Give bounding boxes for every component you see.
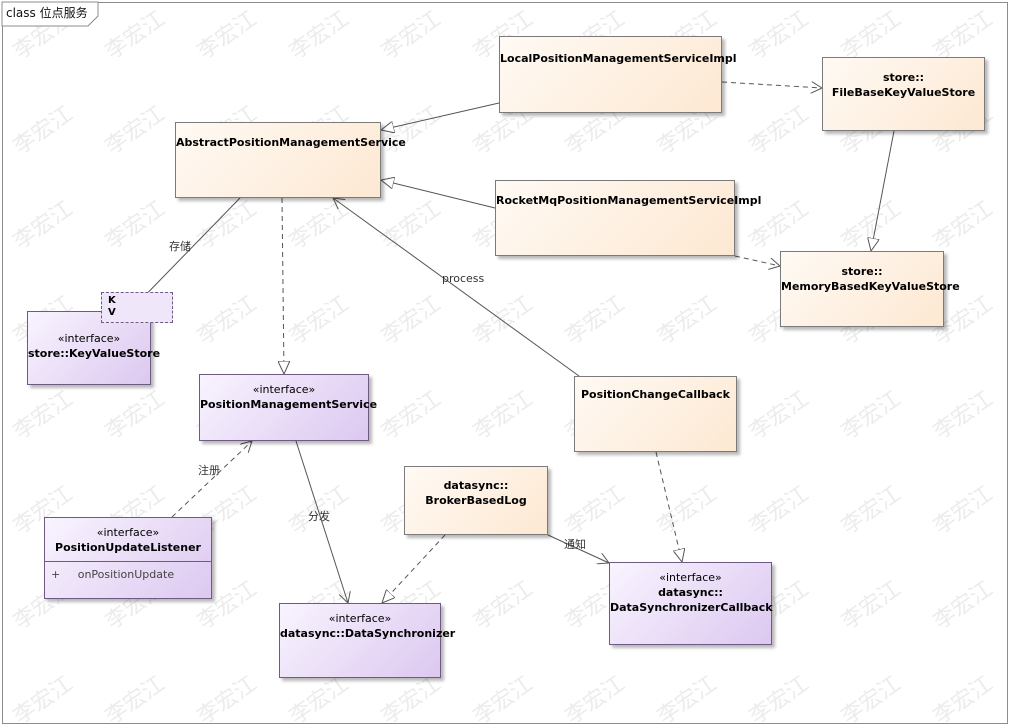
class-namespace: store::	[882, 71, 925, 84]
frame-label-tab	[1, 1, 99, 27]
class-name: LocalPositionManagementServiceImpl	[500, 52, 737, 65]
label-notify: 通知	[564, 538, 586, 551]
class-file-base-key-value-store[interactable]: store:: FileBaseKeyValueStore	[822, 57, 985, 131]
template-param-v: V	[108, 307, 116, 318]
class-memory-based-key-value-store[interactable]: store:: MemoryBasedKeyValueStore	[780, 251, 960, 327]
member-divider	[45, 561, 211, 562]
edge-local-impl-extends-abstract	[381, 102, 500, 130]
stereotype: «interface»	[96, 526, 160, 539]
class-broker-based-log[interactable]: datasync:: BrokerBasedLog	[404, 466, 548, 535]
edge-service-dispatches-synchronizer	[295, 440, 348, 603]
class-name: PositionChangeCallback	[580, 388, 730, 401]
operation-name: onPositionUpdate	[77, 568, 175, 581]
class-local-position-management-service-impl[interactable]: LocalPositionManagementServiceImpl	[499, 36, 737, 113]
interface-name: DataSynchronizerCallback	[610, 601, 773, 614]
class-abstract-position-management-service[interactable]: AbstractPositionManagementService	[175, 122, 406, 198]
interface-name: datasync::DataSynchronizer	[280, 627, 456, 640]
class-rocketmq-position-management-service-impl[interactable]: RocketMqPositionManagementServiceImpl	[495, 180, 762, 256]
class-name: MemoryBasedKeyValueStore	[781, 280, 960, 293]
edge-rocketmq-impl-extends-abstract	[381, 180, 496, 209]
stereotype: «interface»	[252, 383, 316, 396]
class-namespace: store::	[841, 265, 883, 278]
label-register: 注册	[198, 464, 220, 477]
stereotype: «interface»	[57, 332, 121, 345]
class-name: FileBaseKeyValueStore	[831, 86, 976, 99]
stereotype: «interface»	[659, 571, 722, 584]
interface-name: store::KeyValueStore	[28, 347, 161, 360]
edge-file-store-extends-memory-store	[871, 130, 895, 251]
edge-abstract-implements-position-service	[282, 197, 284, 374]
label-dispatch: 分发	[308, 510, 330, 523]
template-parameters: K V	[101, 292, 173, 323]
interface-position-update-listener[interactable]: «interface» PositionUpdateListener + onP…	[44, 517, 212, 599]
interface-data-synchronizer[interactable]: «interface» datasync::DataSynchronizer	[279, 603, 456, 678]
label-process: process	[442, 272, 485, 285]
interface-namespace: datasync::	[658, 586, 723, 599]
stereotype: «interface»	[328, 612, 392, 625]
label-store: 存储	[169, 240, 191, 253]
interface-position-management-service[interactable]: «interface» PositionManagementService	[199, 374, 378, 441]
edge-rocketmq-impl-uses-memory-store	[734, 255, 780, 266]
edge-local-impl-uses-file-store	[721, 82, 822, 88]
class-namespace: datasync::	[443, 479, 509, 492]
edge-listener-registers-service	[171, 441, 252, 518]
template-param-k: K	[108, 295, 116, 306]
edge-callback-process-abstract	[333, 198, 580, 377]
class-name: RocketMqPositionManagementServiceImpl	[496, 194, 762, 207]
operation-on-position-update: + onPositionUpdate	[51, 568, 174, 581]
edge-broker-log-notifies-callback	[547, 534, 609, 563]
interface-name: PositionManagementService	[200, 398, 378, 411]
edge-broker-log-implements-synchronizer	[382, 534, 446, 603]
class-name: AbstractPositionManagementService	[176, 136, 406, 149]
interface-key-value-store[interactable]: «interface» store::KeyValueStore	[27, 311, 161, 385]
interface-data-synchronizer-callback[interactable]: «interface» datasync:: DataSynchronizerC…	[609, 562, 773, 645]
class-position-change-callback[interactable]: PositionChangeCallback	[574, 376, 737, 452]
interface-name: PositionUpdateListener	[55, 541, 201, 554]
class-name: BrokerBasedLog	[425, 494, 527, 507]
operation-visibility: +	[51, 568, 61, 581]
frame-label: class 位点服务	[6, 6, 88, 20]
edge-callback-implements-sync-callback	[655, 451, 682, 562]
